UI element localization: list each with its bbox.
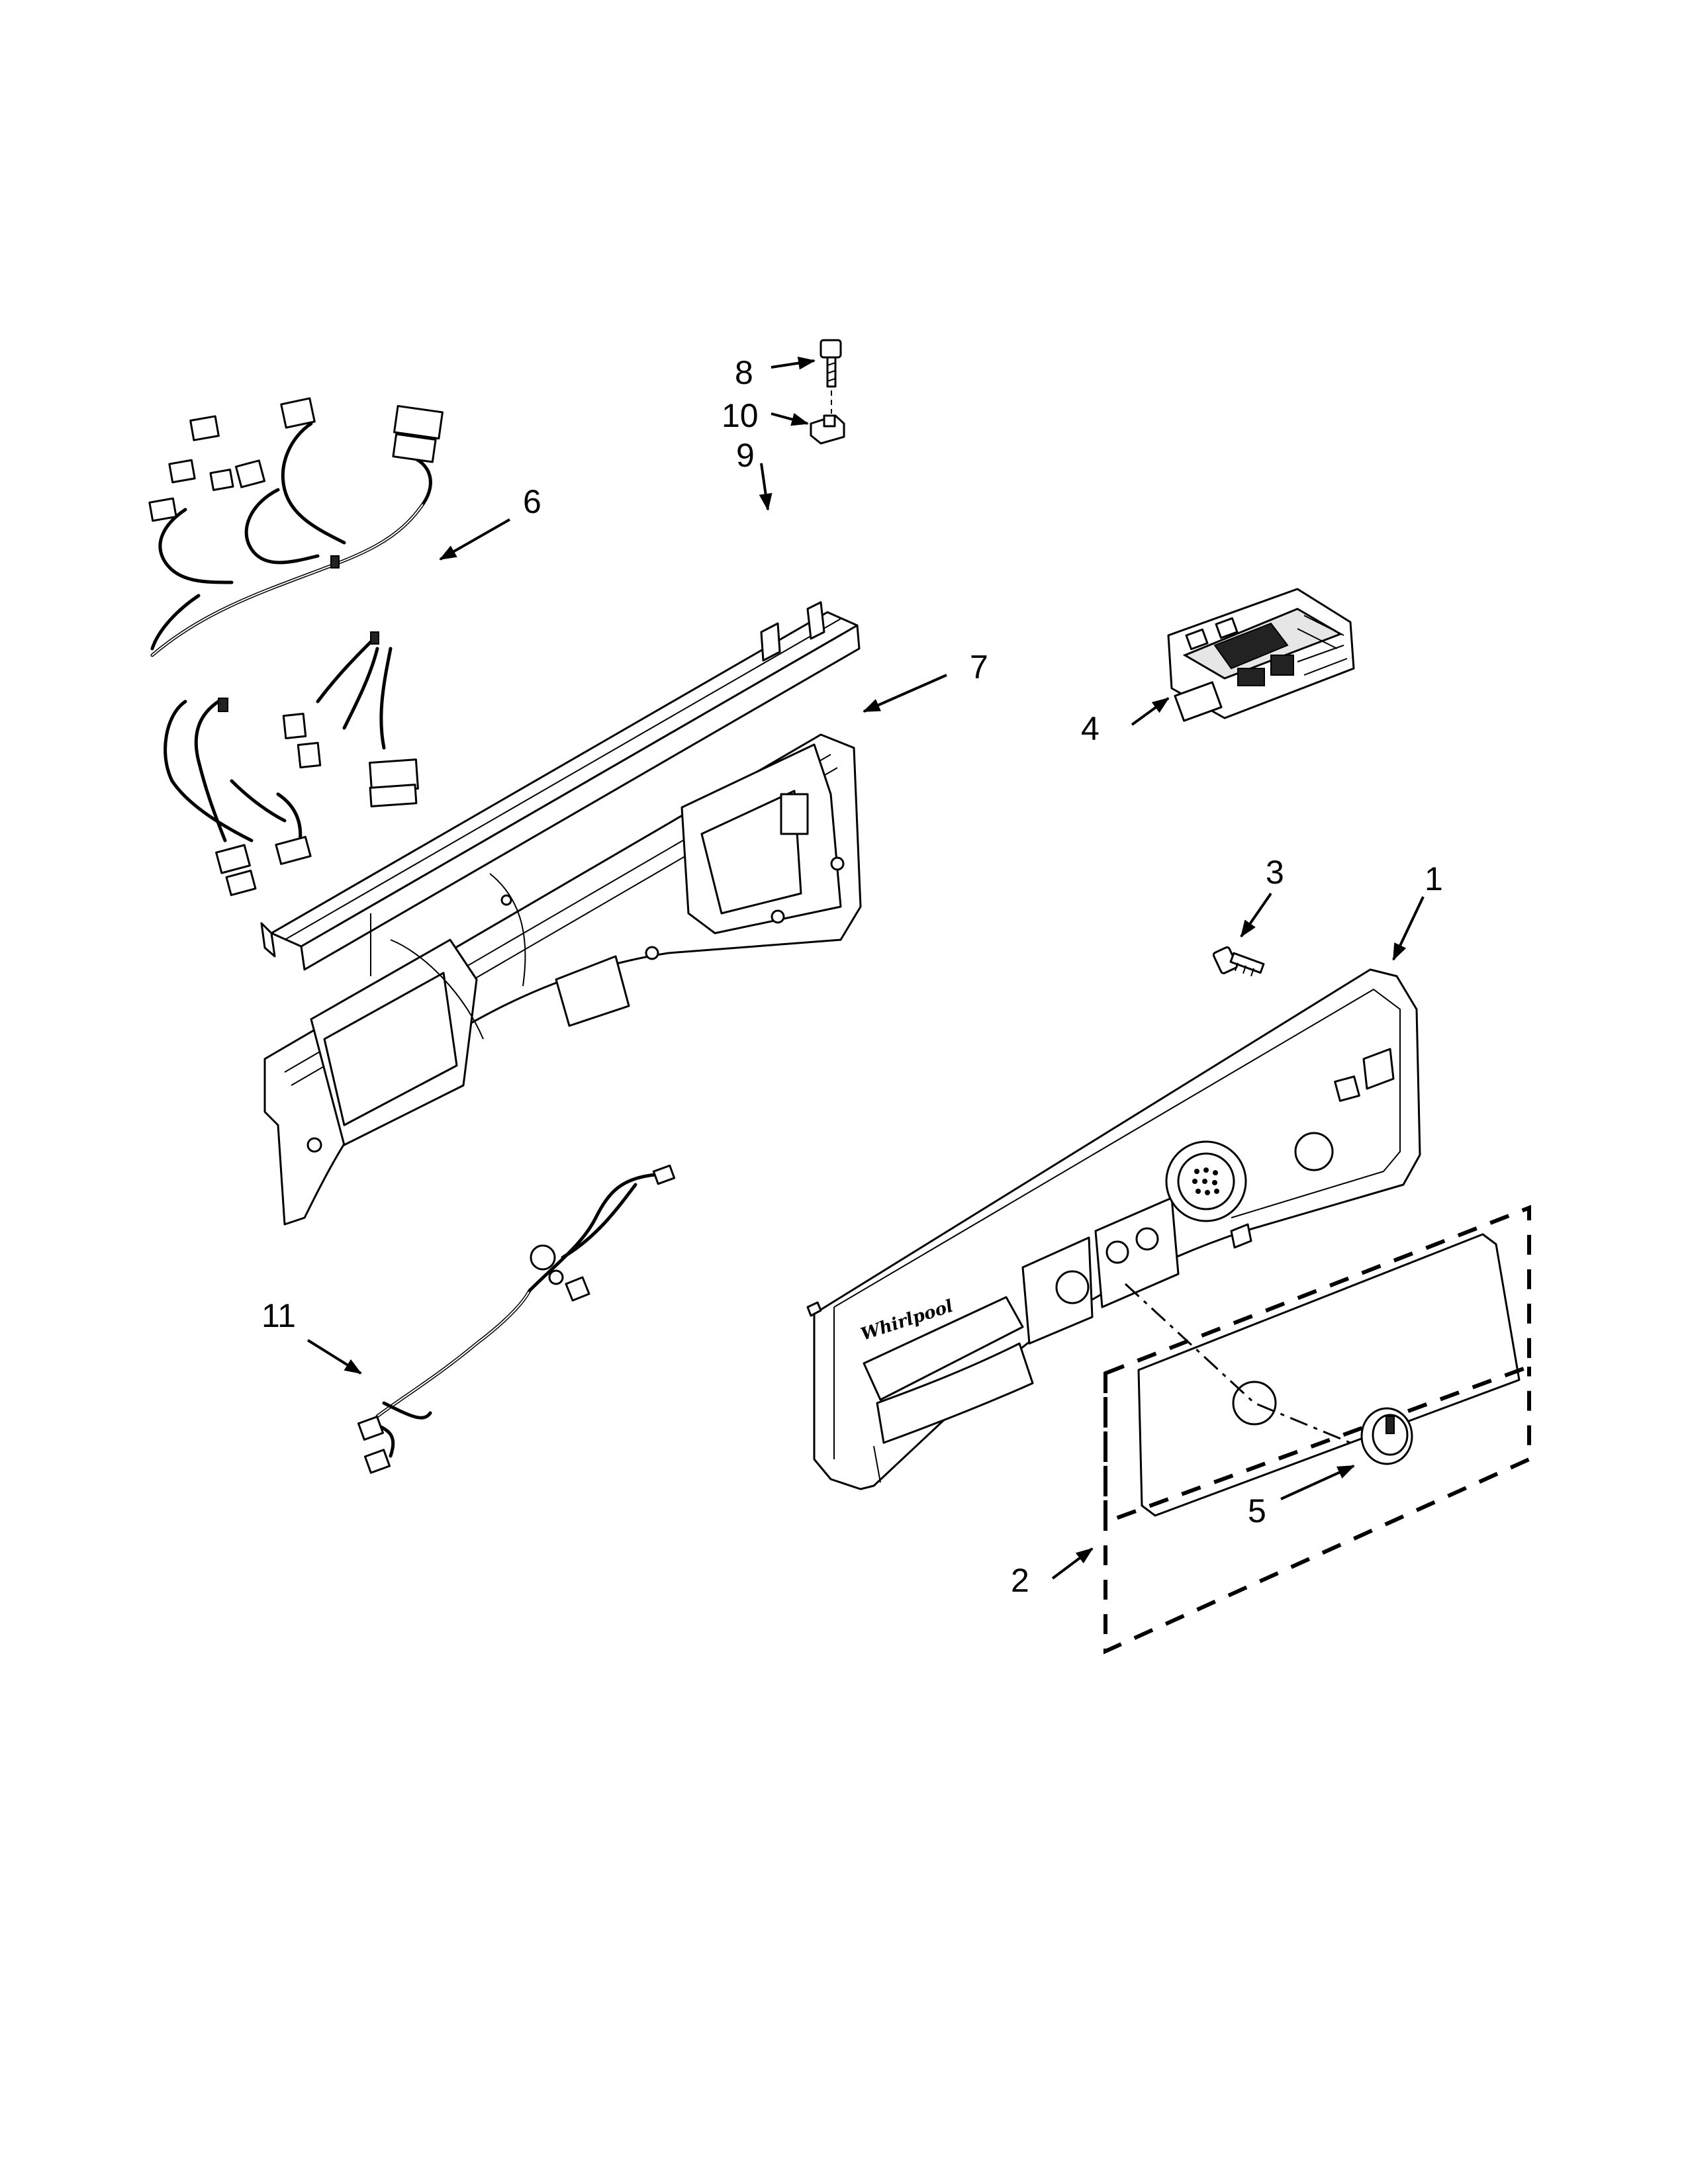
console-panel: Whirlpool — [806, 968, 1421, 1490]
screw-8 — [820, 339, 842, 414]
dial-vent-dots — [1192, 1167, 1219, 1195]
callout-9: 9 — [736, 437, 755, 474]
overlay-dashed-boundary-lower — [1103, 1367, 1531, 1655]
control-board — [1167, 588, 1355, 722]
console-overlay — [1124, 1233, 1521, 1517]
callout-6: 6 — [523, 483, 541, 520]
callout-labels: 6 8 10 9 7 4 3 1 5 2 11 — [261, 354, 1443, 1599]
callout-8: 8 — [735, 354, 753, 391]
callout-11: 11 — [261, 1297, 296, 1334]
callout-3: 3 — [1266, 854, 1284, 891]
overlay-dashed-boundary — [1103, 1205, 1531, 1525]
lower-harness — [357, 1164, 676, 1474]
knob — [1360, 1407, 1413, 1465]
callout-5: 5 — [1248, 1492, 1266, 1529]
callout-1: 1 — [1425, 860, 1443, 897]
callout-arrows — [306, 356, 1425, 1580]
top-rail — [260, 601, 861, 976]
callout-4: 4 — [1081, 710, 1100, 747]
callout-7: 7 — [970, 649, 988, 686]
wire-harness — [148, 397, 444, 896]
screw-3 — [1212, 946, 1265, 977]
console-frame — [263, 733, 862, 1226]
callout-2: 2 — [1011, 1562, 1029, 1599]
clip-10 — [810, 414, 845, 445]
callout-10: 10 — [722, 397, 759, 434]
